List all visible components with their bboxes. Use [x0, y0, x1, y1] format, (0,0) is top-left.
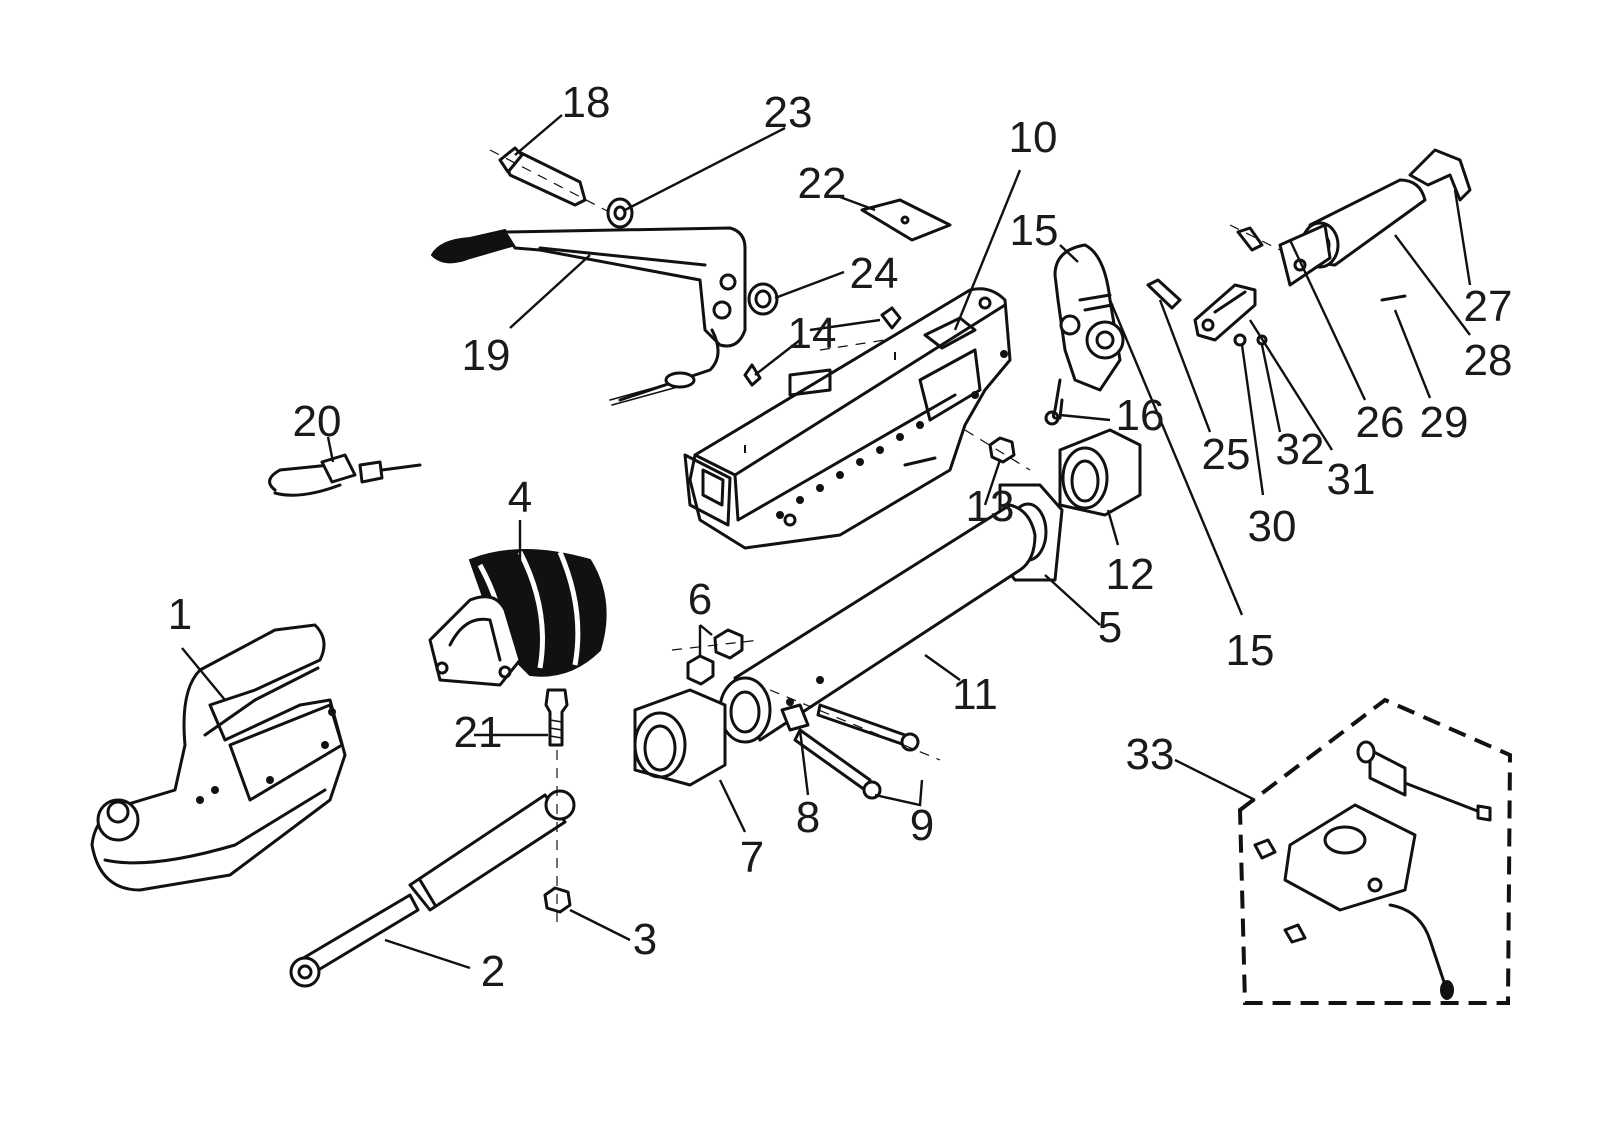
callout-5: 5: [1097, 603, 1123, 652]
part-6-nuts: [671, 628, 761, 686]
part-19-handbrake-lever: [430, 226, 747, 406]
callout-31: 31: [1326, 455, 1376, 504]
part-10-main-housing: [683, 287, 1012, 550]
callout-19: 19: [461, 331, 511, 380]
callout-18: 18: [561, 78, 611, 127]
part-3-nut: [543, 750, 572, 930]
callout-7: 7: [739, 833, 765, 882]
part-4-bellows: [428, 549, 607, 687]
callout-1: 1: [167, 590, 193, 639]
callout-16: 16: [1115, 391, 1165, 440]
callout-28: 28: [1463, 336, 1513, 385]
callout-9: 9: [909, 801, 935, 850]
callout-8: 8: [795, 793, 821, 842]
callout-24: 24: [849, 249, 899, 298]
part-24-bushing: [747, 282, 779, 316]
part-18-bolt: [489, 146, 616, 216]
callout-26: 26: [1355, 398, 1405, 447]
callout-4: 4: [507, 473, 533, 522]
callout-15-lower: 15: [1225, 626, 1275, 675]
callout-21: 21: [453, 708, 503, 757]
part-29-pin: [1380, 294, 1407, 302]
part-16-split-pin: [1044, 378, 1064, 426]
callout-10: 10: [1008, 113, 1058, 162]
part-22-plate: [860, 198, 952, 242]
callout-30: 30: [1247, 502, 1297, 551]
callout-15-upper: 15: [1009, 206, 1059, 255]
leader-lines: [181, 114, 1472, 970]
part-13-nut: [964, 429, 1031, 471]
part-11-drawbar-tube: [718, 503, 1037, 744]
part-21-bolt: [544, 688, 569, 747]
callout-27: 27: [1463, 282, 1513, 331]
part-27-bracket: [1408, 148, 1472, 202]
callout-12: 12: [1105, 550, 1155, 599]
callout-14: 14: [787, 309, 837, 358]
part-9-bolts: [769, 689, 941, 800]
callout-13: 13: [965, 482, 1015, 531]
callout-3: 3: [632, 915, 658, 964]
part-1-coupling-head: [90, 623, 347, 892]
callout-6: 6: [687, 575, 713, 624]
callout-11: 11: [952, 670, 998, 719]
part-26-bolt: [1229, 224, 1281, 252]
part-15-lever: [1053, 243, 1125, 392]
part-28-damper: [1278, 178, 1427, 287]
part-23-washer: [606, 197, 634, 229]
part-20-breakaway-cable: [268, 453, 422, 497]
callout-25: 25: [1201, 430, 1251, 479]
callout-33: 33: [1125, 730, 1175, 779]
callout-32: 32: [1275, 425, 1325, 474]
part-7-bush: [633, 688, 727, 787]
part-33-kit-box: [1237, 697, 1513, 1005]
callout-2: 2: [480, 947, 506, 996]
part-8-sleeve: [780, 703, 810, 732]
callout-20: 20: [292, 397, 342, 446]
callout-22: 22: [797, 159, 847, 208]
part-14-grease-nipple: [743, 306, 902, 387]
part-31-clevis: [1193, 283, 1257, 342]
part-2-shock-absorber: [289, 789, 576, 988]
part-25-pin: [1146, 278, 1182, 310]
callout-23: 23: [763, 88, 813, 137]
callout-29: 29: [1419, 398, 1469, 447]
part-12-bush: [1058, 428, 1142, 517]
